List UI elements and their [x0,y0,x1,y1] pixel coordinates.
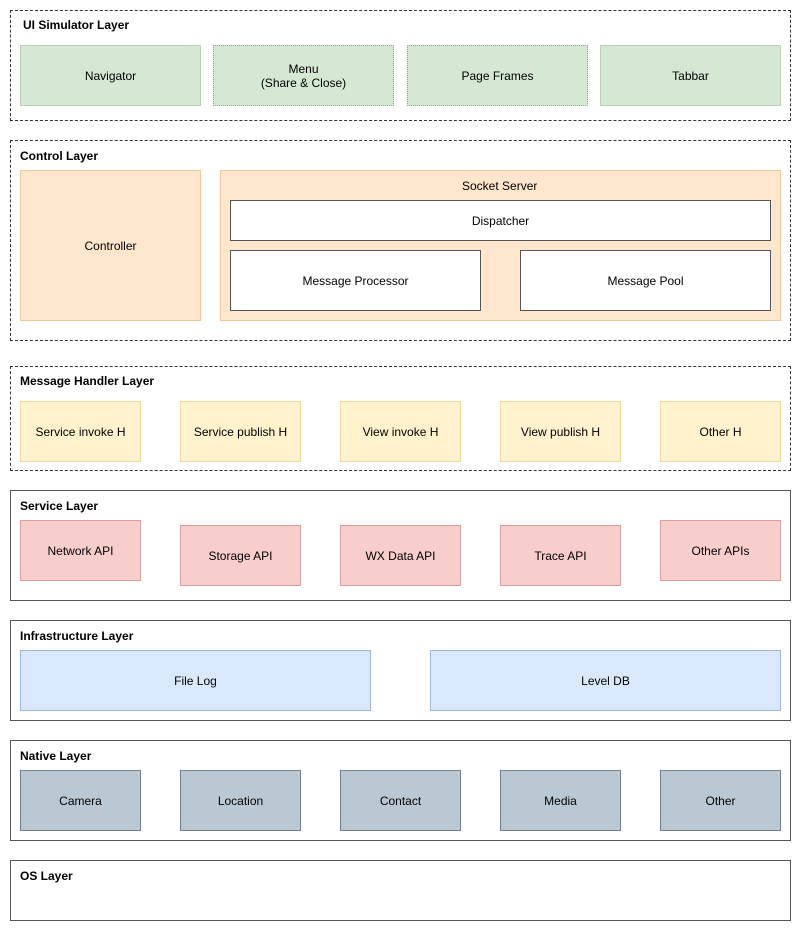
layer-title: OS Layer [20,869,73,883]
menu-box: Menu (Share & Close) [213,45,394,106]
other-apis-box: Other APIs [660,520,781,581]
layer-title: Message Handler Layer [20,374,155,388]
ui-simulator-layer: UI Simulator Layer Navigator Menu (Share… [10,10,791,121]
message-pool-box: Message Pool [520,250,771,311]
tabbar-box: Tabbar [600,45,781,106]
network-api-box: Network API [20,520,141,581]
controller-box: Controller [20,170,201,321]
native-layer: Native Layer Camera Location Contact Med… [10,740,791,841]
page-frames-box: Page Frames [407,45,588,106]
layer-title: Service Layer [20,499,99,513]
socket-server-title: Socket Server [462,179,538,193]
contact-box: Contact [340,770,461,831]
storage-api-box: Storage API [180,525,301,586]
view-publish-handler-box: View publish H [500,401,621,462]
navigator-box: Navigator [20,45,201,106]
view-invoke-handler-box: View invoke H [340,401,461,462]
camera-box: Camera [20,770,141,831]
control-layer: Control Layer Controller Socket Server D… [10,140,791,341]
location-box: Location [180,770,301,831]
layer-title: UI Simulator Layer [23,18,130,32]
service-invoke-handler-box: Service invoke H [20,401,141,462]
infrastructure-layer: Infrastructure Layer File Log Level DB [10,620,791,721]
layer-title: Infrastructure Layer [20,629,134,643]
message-handler-layer: Message Handler Layer Service invoke H S… [10,366,791,471]
layer-title: Control Layer [20,149,99,163]
other-handler-box: Other H [660,401,781,462]
dispatcher-box: Dispatcher [230,200,771,241]
trace-api-box: Trace API [500,525,621,586]
os-layer: OS Layer [10,860,791,921]
layer-title: Native Layer [20,749,92,763]
message-processor-box: Message Processor [230,250,481,311]
level-db-box: Level DB [430,650,781,711]
service-publish-handler-box: Service publish H [180,401,301,462]
wx-data-api-box: WX Data API [340,525,461,586]
socket-server-box: Socket Server Dispatcher Message Process… [220,170,781,321]
file-log-box: File Log [20,650,371,711]
service-layer: Service Layer Network API Storage API WX… [10,490,791,601]
other-native-box: Other [660,770,781,831]
media-box: Media [500,770,621,831]
